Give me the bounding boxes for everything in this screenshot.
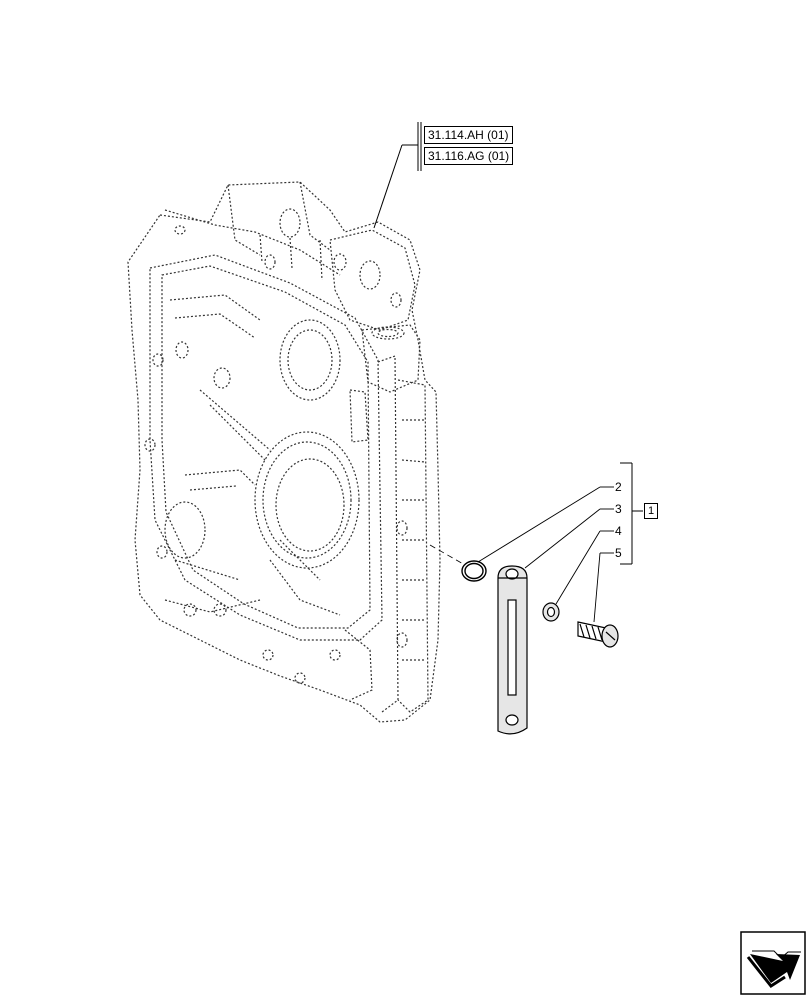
bolt-part (577, 621, 619, 648)
callout-3: 3 (615, 502, 622, 516)
callout-4: 4 (615, 524, 622, 538)
washer-part (542, 602, 560, 622)
guide-rail-part (497, 565, 528, 735)
reference-leader (373, 122, 422, 229)
next-page-arrow-icon[interactable] (740, 931, 806, 995)
o-ring-part (461, 560, 487, 582)
transmission-housing (127, 181, 441, 723)
callout-2: 2 (615, 480, 622, 494)
callout-leaders (477, 486, 614, 623)
callout-5: 5 (615, 546, 622, 560)
reference-box-31-116-ag[interactable]: 31.116.AG (01) (424, 147, 514, 165)
alignment-line (429, 544, 466, 566)
reference-box-31-114-ah[interactable]: 31.114.AH (01) (424, 126, 513, 144)
kit-1-box: 1 (644, 503, 658, 519)
kit-bracket (620, 462, 643, 565)
